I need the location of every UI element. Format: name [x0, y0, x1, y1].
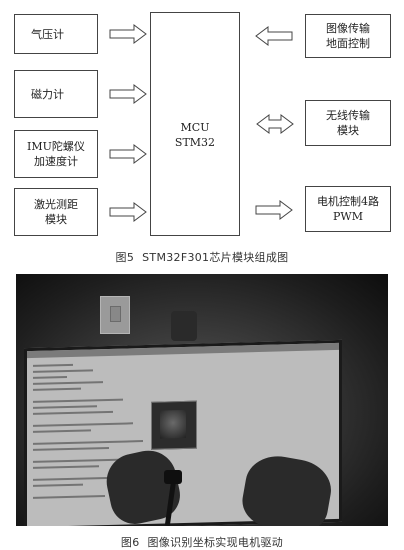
wall-socket: [100, 296, 130, 334]
motor-control-block: 电机控制4路 PWM: [305, 186, 391, 232]
barometer-block: 气压计: [14, 14, 98, 54]
wireless-block: 无线传输 模块: [305, 100, 391, 146]
module-diagram: 气压计 磁力计 IMU陀螺仪 加速度计 激光测距 模块 MCU STM32 图像…: [0, 0, 404, 245]
barometer-label: 气压计: [31, 27, 64, 41]
arrow-laser-to-mcu: [109, 202, 147, 222]
magnetometer-block: 磁力计: [14, 70, 98, 118]
mcu-block: MCU STM32: [150, 12, 240, 236]
diagram-arrows: [109, 24, 294, 222]
wireless-label: 无线传输 模块: [326, 109, 370, 137]
arrow-barometer-to-mcu: [109, 24, 147, 44]
mcu-label: MCU STM32: [174, 121, 216, 149]
laser-ranging-block: 激光测距 模块: [14, 188, 98, 236]
image-transmission-label: 图像传输 地面控制: [326, 22, 370, 50]
figure6-caption: 图6 图像识别坐标实现电机驱动: [0, 534, 404, 550]
magnetometer-label: 磁力计: [31, 87, 64, 101]
camera-module: [164, 470, 182, 484]
imu-label: IMU陀螺仪 加速度计: [27, 140, 85, 168]
wall-device: [171, 311, 197, 341]
figure6-number: 图6: [120, 536, 140, 549]
camera-video-window: [151, 400, 197, 450]
figure5-title: STM32F301芯片模块组成图: [142, 251, 289, 264]
laser-ranging-label: 激光测距 模块: [34, 198, 78, 226]
figure5-caption: 图5 STM32F301芯片模块组成图: [0, 249, 404, 265]
arrow-wireless-bidirectional: [256, 114, 294, 134]
figure6-title: 图像识别坐标实现电机驱动: [147, 536, 284, 549]
arrow-imu-to-mcu: [109, 144, 147, 164]
arrow-image-transmission-to-mcu: [255, 26, 293, 46]
image-transmission-block: 图像传输 地面控制: [305, 14, 391, 58]
arrow-magnetometer-to-mcu: [109, 84, 147, 104]
motor-control-label: 电机控制4路 PWM: [317, 195, 379, 223]
screen-taskbar: [27, 342, 339, 359]
figure5-number: 图5: [115, 251, 135, 264]
arrow-mcu-to-motor-control: [255, 200, 293, 220]
figure6-photo: [16, 274, 388, 526]
imu-block: IMU陀螺仪 加速度计: [14, 130, 98, 178]
